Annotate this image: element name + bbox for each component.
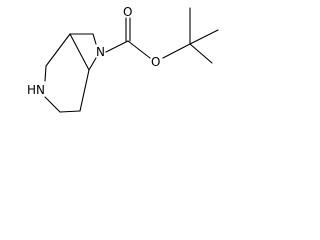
structure-diagram: N HN O O [27, 5, 219, 113]
bond-pyrrolidine-bottom [59, 110, 81, 113]
bond-azetidine-n-bottom [88, 57, 97, 71]
bond-ester-o-tbu [162, 43, 191, 59]
ring-nitrogen-label: N [96, 45, 105, 59]
bond-pyrrolidine-lower-left [44, 96, 61, 113]
ester-oxygen-label: O [151, 55, 160, 69]
bond-azetidine-right [92, 33, 97, 45]
amine-label: HN [27, 83, 45, 97]
bond-n-carbonyl [105, 40, 129, 53]
carbonyl-oxygen-label: O [123, 5, 132, 19]
bond-pyrrolidine-left [44, 65, 47, 82]
bond-tbu-methyl-bottom [189, 43, 213, 64]
bond-pyrrolidine-right [79, 69, 90, 112]
bond-carbonyl-ester-o [127, 40, 151, 59]
bond-ring-fusion [69, 33, 90, 71]
bond-tbu-methyl-right [189, 29, 219, 45]
bond-pyrrolidine-upper-left [45, 33, 71, 67]
